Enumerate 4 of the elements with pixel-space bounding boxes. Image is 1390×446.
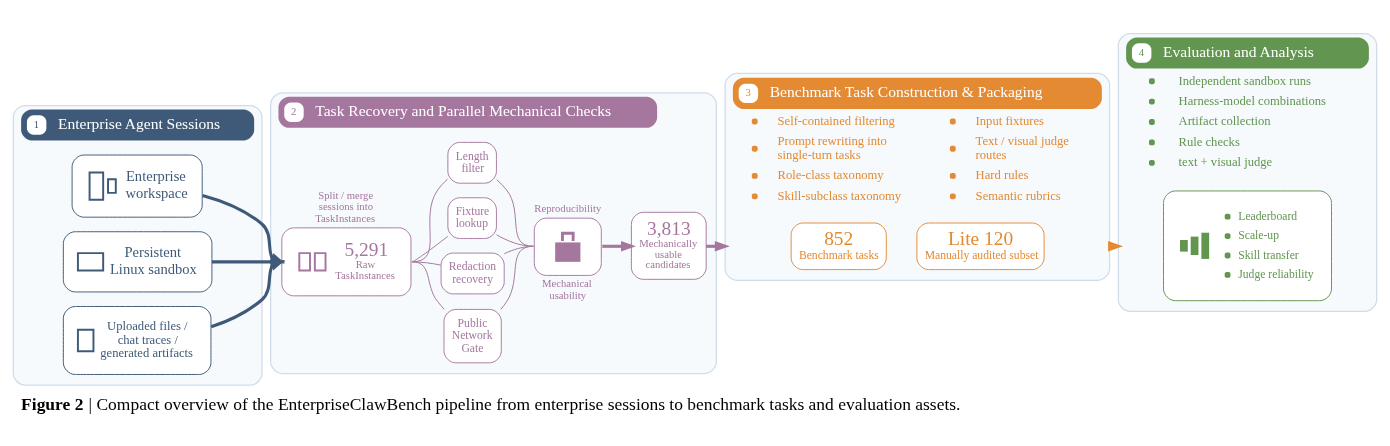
node-label: Mechanical usability [542,276,592,301]
caption: Figure 2 | Compact overview of the EnterpriseClawBench pipeline from enterprise sessions to benchmark tasks and evaluation assets. [21,393,961,414]
node-label: Reproducibility [534,202,602,215]
node-label: Split / merge sessions into TaskInstances [315,188,376,224]
